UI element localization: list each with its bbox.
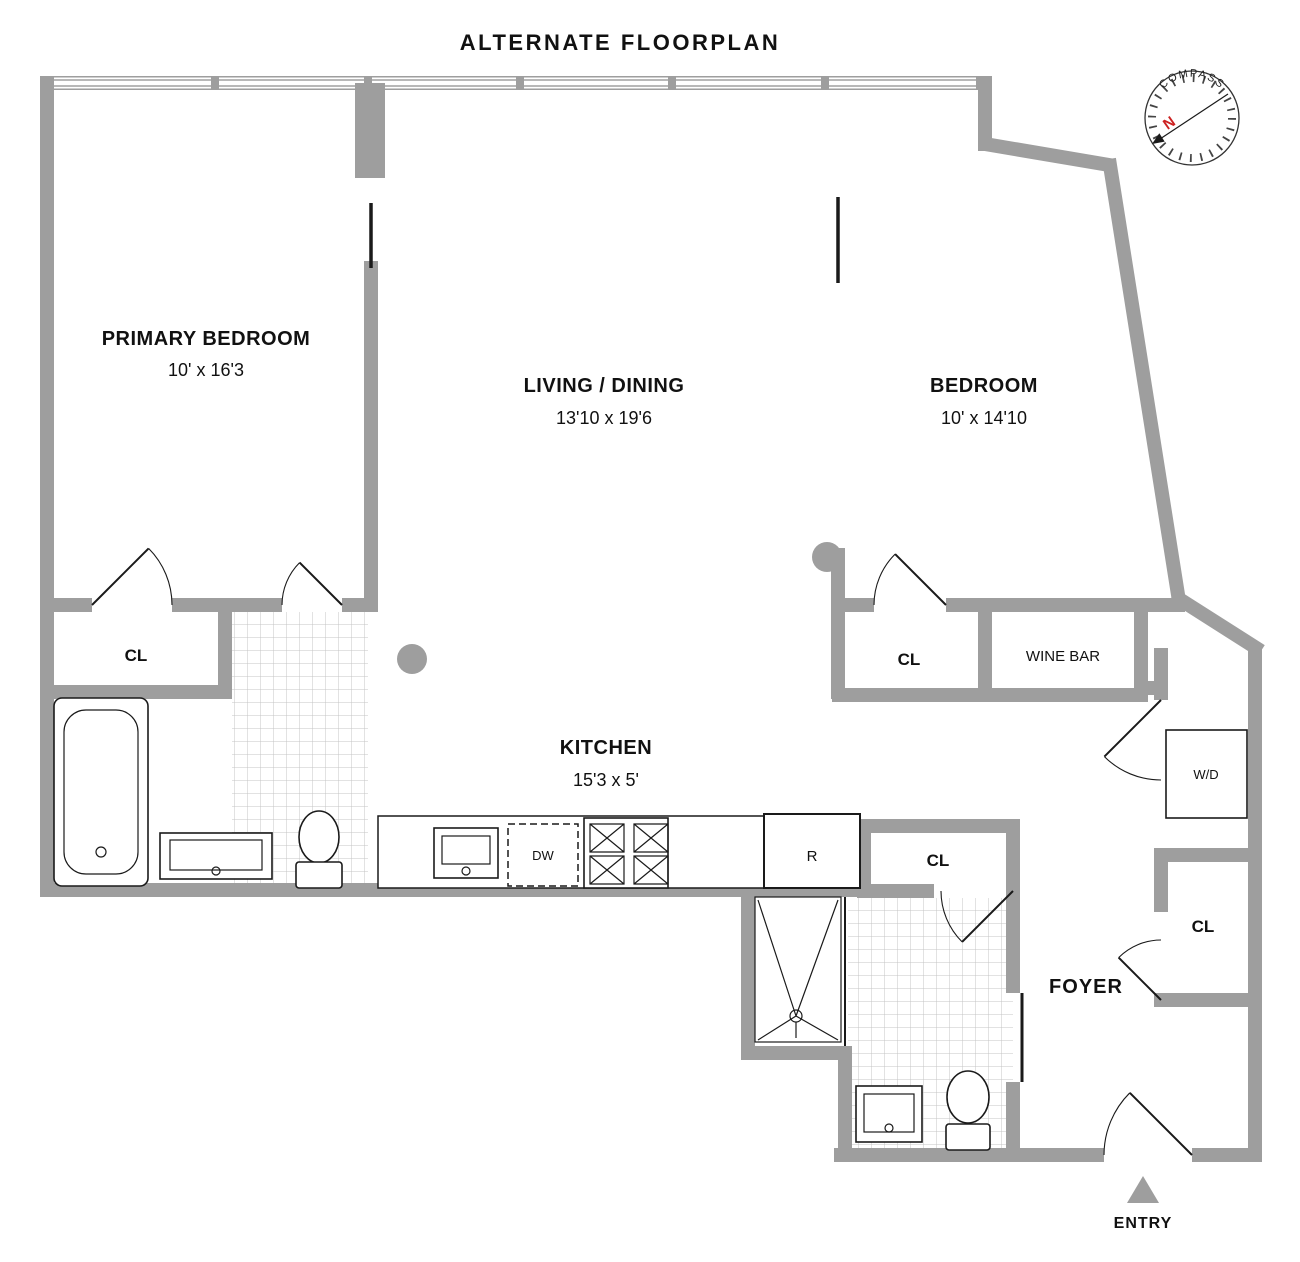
- kitchen-dims: 15'3 x 5': [573, 770, 639, 790]
- hall-closet-door: [961, 890, 1014, 943]
- bedroom-closet-door: [894, 553, 947, 606]
- bathroom1-toilet: [295, 810, 343, 889]
- primary-bedroom-label: PRIMARY BEDROOM: [102, 328, 311, 350]
- range: [583, 817, 669, 889]
- room-labels: PRIMARY BEDROOM 10' x 16'3 LIVING / DINI…: [102, 328, 1215, 1232]
- living-dining-dims: 13'10 x 19'6: [556, 408, 652, 428]
- dishwasher: [507, 823, 579, 887]
- compass-ticks: [1148, 74, 1236, 162]
- washer-dryer-label: W/D: [1193, 767, 1218, 782]
- kitchen-counter: DW R: [377, 813, 861, 889]
- column: [397, 644, 427, 674]
- bathtub: [53, 697, 149, 887]
- column: [812, 542, 842, 572]
- windows: [54, 76, 976, 178]
- compass-needle-arrow: [1152, 133, 1165, 144]
- window-band: [54, 77, 976, 89]
- page-title: ALTERNATE FLOORPLAN: [460, 30, 780, 55]
- bedroom-dims: 10' x 14'10: [941, 408, 1027, 428]
- dishwasher-label: DW: [532, 848, 554, 863]
- interior-walls: [40, 261, 1262, 1162]
- refrigerator-label: R: [807, 848, 818, 865]
- washer-dryer-door: [1103, 699, 1162, 758]
- entry-door: [1129, 1092, 1193, 1156]
- entry-label: ENTRY: [1114, 1215, 1173, 1232]
- living-dining-label: LIVING / DINING: [524, 375, 685, 397]
- bedroom-closet-label: CL: [898, 650, 921, 669]
- foyer-label: FOYER: [1049, 976, 1123, 998]
- wall-pier: [355, 83, 385, 178]
- foyer-closet-label: CL: [1192, 917, 1215, 936]
- washer-dryer: W/D: [1165, 729, 1248, 819]
- doors: [91, 547, 1193, 1156]
- compass: COMPASS N: [1144, 68, 1240, 166]
- hall-closet-label: CL: [927, 851, 950, 870]
- refrigerator: [763, 813, 861, 889]
- bathroom2-sink: [855, 1085, 923, 1143]
- compass-needle: [1159, 93, 1229, 140]
- wine-bar-label: WINE BAR: [1026, 648, 1100, 665]
- primary-closet-label: CL: [125, 646, 148, 665]
- kitchen-label: KITCHEN: [560, 737, 652, 759]
- primary-closet-door: [91, 547, 150, 606]
- foyer-closet-door: [1117, 956, 1162, 1001]
- primary-bathroom-door: [298, 561, 343, 606]
- primary-bedroom-dims: 10' x 16'3: [168, 360, 244, 380]
- bathroom1-vanity-sink: [159, 832, 273, 880]
- bedroom-label: BEDROOM: [930, 375, 1038, 397]
- shower: [754, 896, 842, 1043]
- entry-arrow-icon: [1127, 1176, 1159, 1203]
- kitchen-sink: [433, 827, 499, 879]
- bathroom2-toilet: [945, 1070, 991, 1151]
